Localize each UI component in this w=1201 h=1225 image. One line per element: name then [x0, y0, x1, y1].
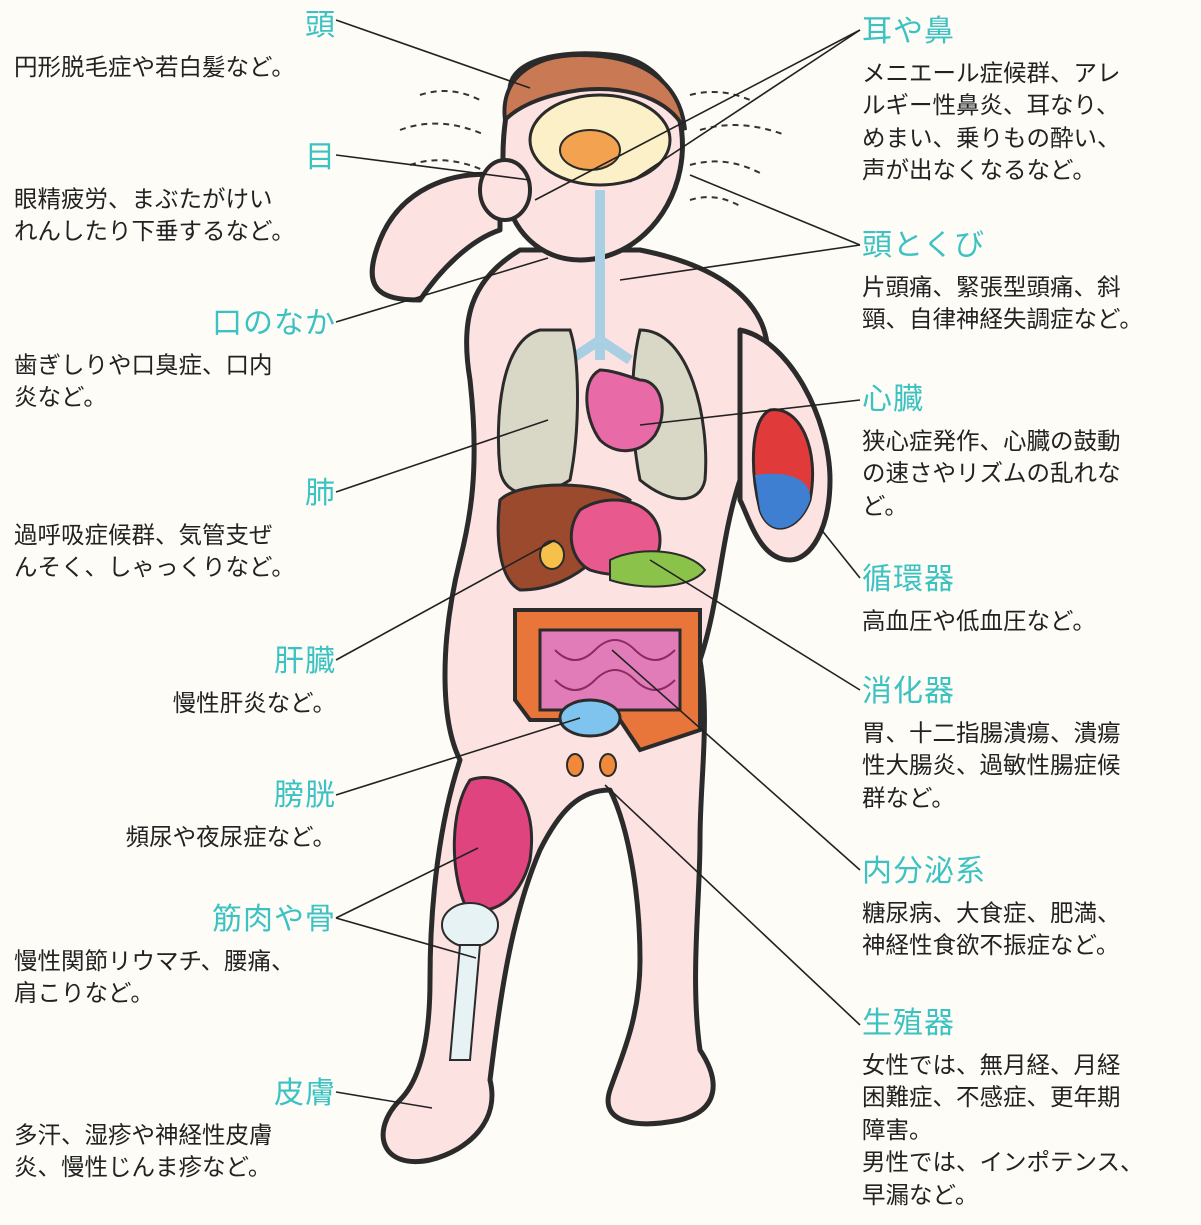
- label-ear-nose-title: 耳や鼻: [862, 12, 1192, 51]
- label-muscle-desc: 慢性関節リウマチ、腰痛、 肩こりなど。: [14, 945, 336, 1010]
- label-head-desc: 円形脱毛症や若白髪など。: [14, 51, 336, 83]
- label-circulation-desc: 高血圧や低血圧など。: [862, 605, 1192, 637]
- bladder: [560, 700, 620, 736]
- label-skin-title: 皮膚: [14, 1074, 336, 1113]
- label-lung: 肺 過呼吸症候群、気管支ぜ んそく、しゃっくりなど。: [14, 474, 336, 584]
- label-mouth: 口のなか 歯ぎしりや口臭症、口内 炎など。: [14, 304, 336, 414]
- label-lung-title: 肺: [14, 474, 336, 513]
- label-muscle-title: 筋肉や骨: [14, 900, 336, 939]
- brain-core: [560, 130, 620, 170]
- hand: [480, 160, 530, 220]
- label-circulation: 循環器 高血圧や低血圧など。: [862, 560, 1192, 637]
- label-heart-title: 心臓: [862, 380, 1192, 419]
- label-heart: 心臓 狭心症発作、心臓の鼓動 の速さやリズムの乱れな ど。: [862, 380, 1192, 522]
- label-heart-desc: 狭心症発作、心臓の鼓動 の速さやリズムの乱れな ど。: [862, 425, 1192, 522]
- label-eye: 目 眼精疲労、まぶたがけい れんしたり下垂するなど。: [14, 138, 336, 248]
- label-reproductive: 生殖器 女性では、無月経、月経 困難症、不感症、更年期 障害。 男性では、インポ…: [862, 1004, 1192, 1211]
- heart: [587, 370, 662, 451]
- label-digestive-desc: 胃、十二指腸潰瘍、潰瘍 性大腸炎、過敏性腸症候 群など。: [862, 717, 1192, 814]
- label-endocrine-title: 内分泌系: [862, 852, 1192, 891]
- label-ear-nose-desc: メニエール症候群、アレ ルギー性鼻炎、耳なり、 めまい、乗りもの酔い、 声が出な…: [862, 57, 1192, 187]
- label-head-neck-desc: 片頭痛、緊張型頭痛、斜 頸、自律神経失調症など。: [862, 271, 1192, 336]
- label-head-title: 頭: [14, 6, 336, 45]
- gonad-left: [567, 754, 583, 776]
- label-circulation-title: 循環器: [862, 560, 1192, 599]
- label-bladder-desc: 頻尿や夜尿症など。: [14, 821, 336, 853]
- label-eye-title: 目: [14, 138, 336, 177]
- gonad-right: [600, 754, 616, 776]
- label-mouth-title: 口のなか: [14, 304, 336, 343]
- label-eye-desc: 眼精疲労、まぶたがけい れんしたり下垂するなど。: [14, 183, 336, 248]
- label-endocrine-desc: 糖尿病、大食症、肥満、 神経性食欲不振症など。: [862, 897, 1192, 962]
- label-mouth-desc: 歯ぎしりや口臭症、口内 炎など。: [14, 349, 336, 414]
- label-head-neck: 頭とくび 片頭痛、緊張型頭痛、斜 頸、自律神経失調症など。: [862, 226, 1192, 336]
- label-digestive-title: 消化器: [862, 672, 1192, 711]
- label-reproductive-desc: 女性では、無月経、月経 困難症、不感症、更年期 障害。 男性では、インポテンス、…: [862, 1049, 1192, 1211]
- label-endocrine: 内分泌系 糖尿病、大食症、肥満、 神経性食欲不振症など。: [862, 852, 1192, 962]
- label-liver: 肝臓 慢性肝炎など。: [14, 642, 336, 719]
- label-lung-desc: 過呼吸症候群、気管支ぜ んそく、しゃっくりなど。: [14, 519, 336, 584]
- label-liver-desc: 慢性肝炎など。: [14, 687, 336, 719]
- label-skin: 皮膚 多汗、湿疹や神経性皮膚 炎、慢性じんま疹など。: [14, 1074, 336, 1184]
- label-skin-desc: 多汗、湿疹や神経性皮膚 炎、慢性じんま疹など。: [14, 1119, 336, 1184]
- label-muscle: 筋肉や骨 慢性関節リウマチ、腰痛、 肩こりなど。: [14, 900, 336, 1010]
- label-ear-nose: 耳や鼻 メニエール症候群、アレ ルギー性鼻炎、耳なり、 めまい、乗りもの酔い、 …: [862, 12, 1192, 187]
- gallbladder: [540, 541, 564, 569]
- label-bladder-title: 膀胱: [14, 776, 336, 815]
- label-reproductive-title: 生殖器: [862, 1004, 1192, 1043]
- label-bladder: 膀胱 頻尿や夜尿症など。: [14, 776, 336, 853]
- label-head-neck-title: 頭とくび: [862, 226, 1192, 265]
- label-head: 頭 円形脱毛症や若白髪など。: [14, 6, 336, 83]
- label-digestive: 消化器 胃、十二指腸潰瘍、潰瘍 性大腸炎、過敏性腸症候 群など。: [862, 672, 1192, 814]
- knee-bone: [442, 903, 498, 947]
- label-liver-title: 肝臓: [14, 642, 336, 681]
